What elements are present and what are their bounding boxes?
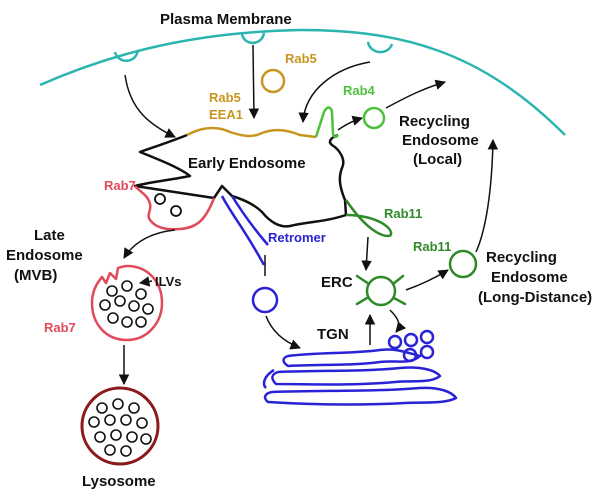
label-rab5-vesicle: Rab5 bbox=[285, 51, 317, 66]
membrane-pit-3 bbox=[366, 41, 394, 54]
arrow-rab4-to-pm bbox=[385, 79, 447, 109]
label-rab5-ee: Rab5 bbox=[209, 90, 241, 105]
label-recycling-ld-1: Recycling bbox=[486, 249, 557, 266]
label-recycling-ld-2: Endosome bbox=[491, 269, 568, 286]
rab5-vesicle bbox=[260, 68, 286, 94]
label-late-endosome-3: (MVB) bbox=[14, 267, 57, 284]
label-late-endosome-1: Late bbox=[34, 227, 65, 244]
erc bbox=[355, 274, 407, 307]
late-endosome-mvb bbox=[90, 264, 164, 342]
arrow-recycling-return bbox=[298, 61, 371, 124]
arrow-rab11-to-pm bbox=[475, 138, 499, 253]
label-recycling-local-2: Endosome bbox=[402, 132, 479, 149]
early-endosome-rab4-tubule bbox=[314, 106, 340, 139]
arrow-to-rab4 bbox=[337, 115, 364, 131]
early-endosome bbox=[133, 133, 348, 228]
label-rab7-ee: Rab7 bbox=[104, 178, 136, 193]
label-late-endosome-2: Endosome bbox=[6, 247, 83, 264]
arrow-erc-to-rab11 bbox=[405, 269, 449, 291]
early-endosome-rab5-domain bbox=[186, 126, 317, 139]
label-tgn: TGN bbox=[317, 326, 349, 343]
label-rab11-lower: Rab11 bbox=[413, 239, 451, 254]
lysosome-contents bbox=[88, 398, 152, 457]
membrane-pit-1 bbox=[113, 49, 140, 62]
label-retromer: Retromer bbox=[268, 230, 326, 245]
ee-ilv-1 bbox=[154, 193, 166, 205]
arrow-ee-to-late bbox=[123, 229, 176, 259]
label-ilvs: ILVs bbox=[155, 274, 182, 289]
label-plasma-membrane: Plasma Membrane bbox=[160, 11, 292, 28]
label-recycling-local-1: Recycling bbox=[399, 113, 470, 130]
arrow-endocytosis-center bbox=[248, 44, 260, 120]
retromer-vesicle bbox=[251, 286, 279, 314]
label-rab4: Rab4 bbox=[343, 83, 376, 98]
label-rab7-mvb: Rab7 bbox=[44, 320, 76, 335]
retromer-vesicle-to-tgn bbox=[265, 315, 301, 350]
retromer-tubule bbox=[220, 195, 269, 266]
label-early-endosome: Early Endosome bbox=[188, 155, 306, 172]
rab11-vesicle bbox=[448, 249, 478, 279]
ilvs-pointer bbox=[138, 276, 153, 287]
label-recycling-local-3: (Local) bbox=[413, 151, 462, 168]
label-eea1: EEA1 bbox=[209, 107, 243, 122]
early-endosome-rab7-domain bbox=[134, 185, 216, 231]
early-endosome-rab11-tubule bbox=[344, 199, 393, 238]
arrow-erc-to-tgn bbox=[389, 309, 407, 333]
label-recycling-ld-3: (Long-Distance) bbox=[478, 289, 592, 306]
label-rab11-upper: Rab11 bbox=[384, 206, 422, 221]
mvb-ilvs bbox=[99, 280, 154, 328]
label-lysosome: Lysosome bbox=[82, 473, 156, 490]
pathway-arrows bbox=[118, 44, 499, 386]
membrane-pit-2 bbox=[240, 32, 266, 45]
rab4-vesicle bbox=[362, 106, 386, 130]
arrow-ee-to-erc bbox=[361, 236, 372, 272]
tgn bbox=[262, 329, 458, 406]
lysosome-membrane bbox=[80, 386, 160, 466]
arrow-endocytosis-left bbox=[124, 74, 176, 138]
ee-ilv-2 bbox=[170, 205, 182, 217]
label-erc: ERC bbox=[321, 274, 353, 291]
